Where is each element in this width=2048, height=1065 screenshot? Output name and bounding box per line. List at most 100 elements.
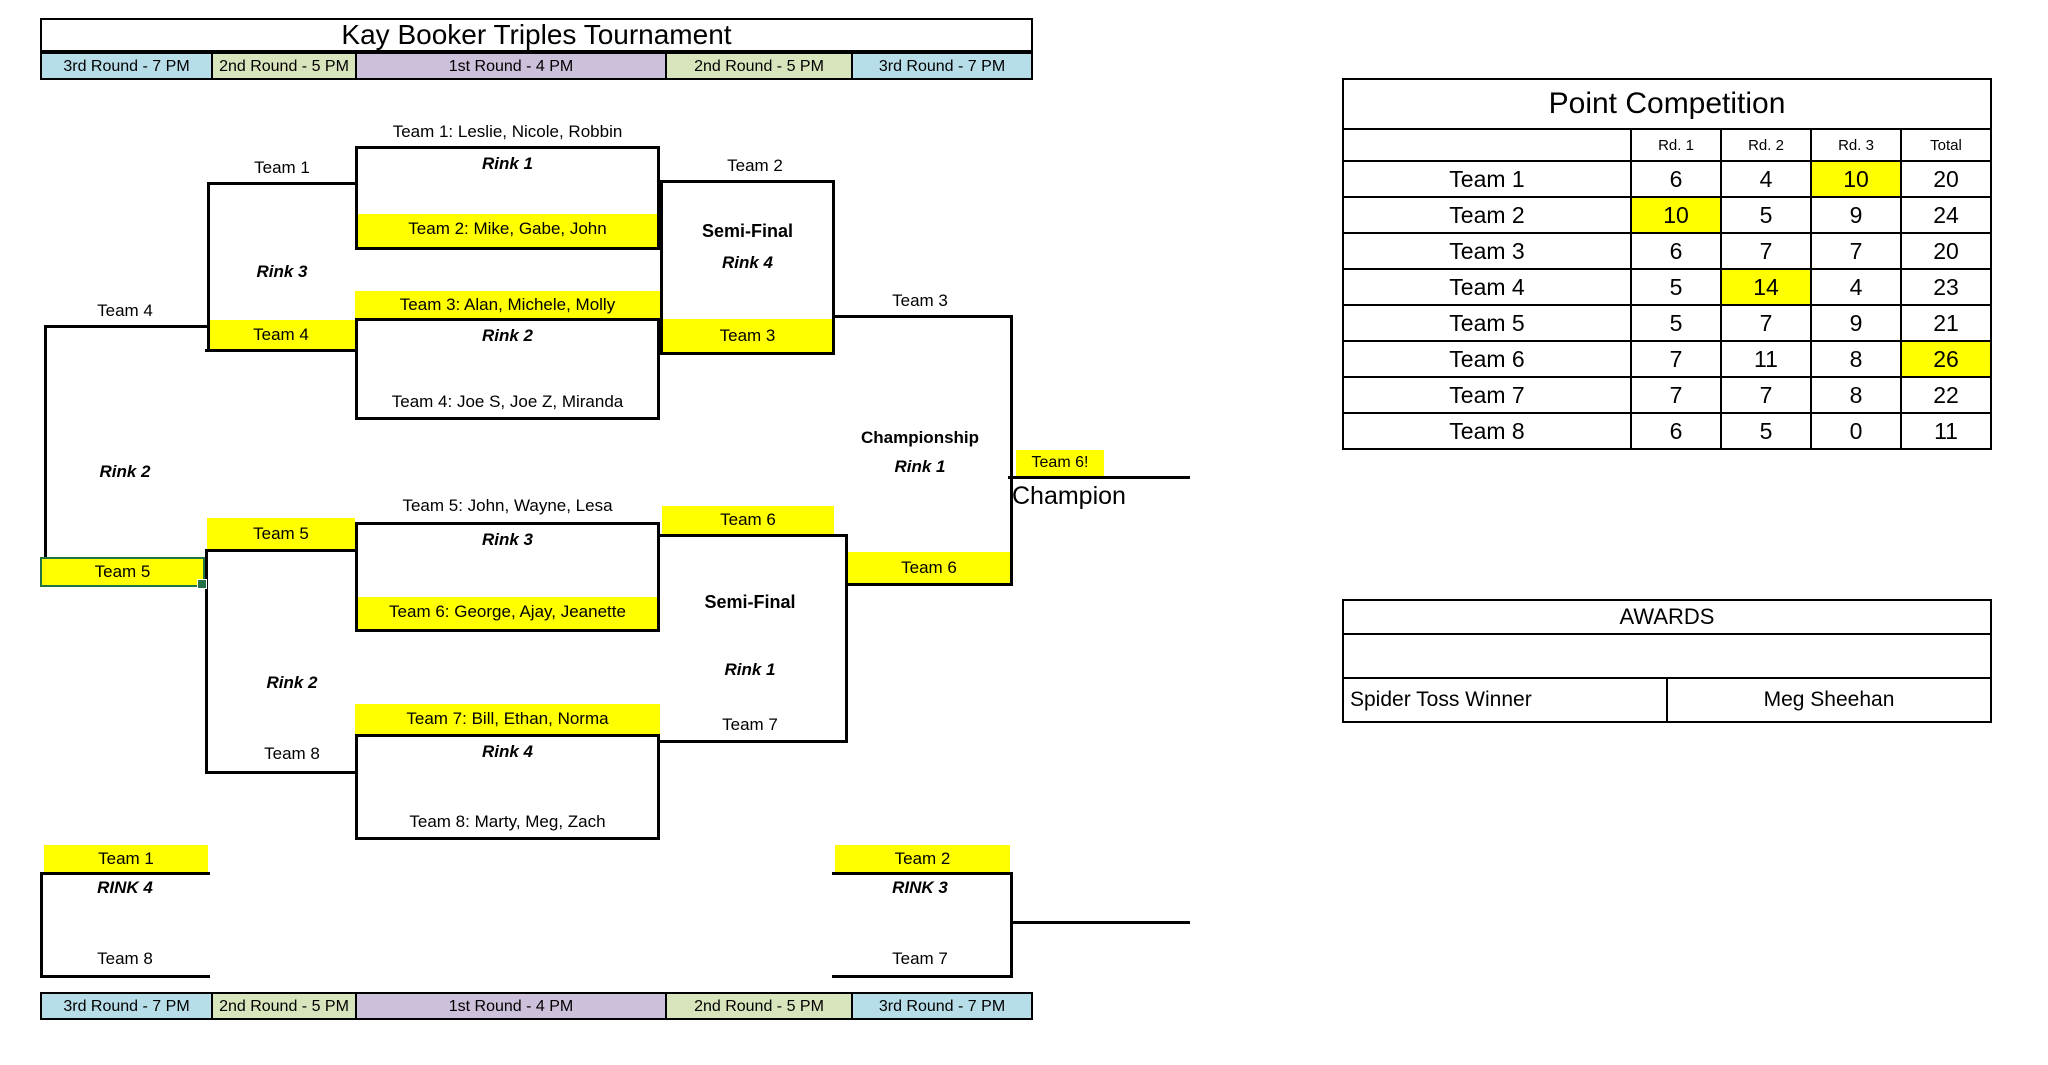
match4-top-roster[interactable]: Team 7: Bill, Ethan, Norma bbox=[355, 704, 660, 734]
match3-bottom-roster[interactable]: Team 6: George, Ajay, Jeanette bbox=[358, 597, 657, 629]
points-header-total[interactable]: Total bbox=[1899, 128, 1993, 162]
semifinal-lower-winner[interactable]: Team 6 bbox=[848, 552, 1010, 583]
points-team-cell[interactable]: Team 1 bbox=[1342, 160, 1632, 198]
line-consolation-right-vert bbox=[1010, 872, 1013, 978]
points-r2-cell[interactable]: 7 bbox=[1720, 376, 1812, 414]
finalist-team3-label: Team 3 bbox=[892, 291, 948, 310]
points-row-team6: Team 6 7 11 8 26 bbox=[1342, 340, 1993, 378]
points-header-rd3[interactable]: Rd. 3 bbox=[1810, 128, 1902, 162]
points-team-cell[interactable]: Team 3 bbox=[1342, 232, 1632, 270]
points-r3-cell[interactable]: 7 bbox=[1810, 232, 1902, 270]
points-team-cell[interactable]: Team 6 bbox=[1342, 340, 1632, 378]
consolation-left-top[interactable]: Team 1 bbox=[44, 845, 208, 872]
line-vert-lower-semifinal bbox=[845, 534, 848, 743]
points-header-team[interactable] bbox=[1342, 128, 1632, 162]
points-r1-cell[interactable]: 6 bbox=[1630, 412, 1722, 450]
points-r1-cell[interactable]: 6 bbox=[1630, 232, 1722, 270]
line-consolation-right-extender bbox=[1010, 921, 1190, 924]
award-value-cell[interactable]: Meg Sheehan bbox=[1666, 677, 1992, 723]
line-consolation-left-bottom bbox=[40, 975, 210, 978]
selection-fill-handle[interactable] bbox=[197, 579, 207, 589]
champion-team-tag[interactable]: Team 6! bbox=[1016, 450, 1104, 476]
line-vert-far-left bbox=[44, 325, 47, 557]
line-team7 bbox=[658, 740, 848, 743]
match2-top-roster[interactable]: Team 3: Alan, Michele, Molly bbox=[355, 291, 660, 318]
points-r3-cell[interactable]: 9 bbox=[1810, 196, 1902, 234]
line-consolation-right-top bbox=[832, 872, 1013, 875]
points-total-cell[interactable]: 24 bbox=[1899, 196, 1993, 234]
points-total-cell[interactable]: 21 bbox=[1899, 304, 1993, 342]
points-header-rd2[interactable]: Rd. 2 bbox=[1720, 128, 1812, 162]
semifinal-upper-rink: Rink 4 bbox=[721, 253, 774, 272]
points-r3-cell[interactable]: 8 bbox=[1810, 340, 1902, 378]
round-label-bottom-3: 1st Round - 4 PM bbox=[355, 992, 667, 1020]
match3-box: Rink 3 Team 6: George, Ajay, Jeanette bbox=[355, 522, 660, 632]
winner-team5-cell[interactable]: Team 5 bbox=[207, 518, 355, 549]
match1-bottom-roster[interactable]: Team 2: Mike, Gabe, John bbox=[358, 214, 657, 247]
match4-box: Rink 4 Team 8: Marty, Meg, Zach bbox=[355, 734, 660, 840]
points-r2-cell[interactable]: 7 bbox=[1720, 232, 1812, 270]
points-r2-cell[interactable]: 5 bbox=[1720, 412, 1812, 450]
points-team-cell[interactable]: Team 8 bbox=[1342, 412, 1632, 450]
points-r1-cell-highlight[interactable]: 10 bbox=[1630, 196, 1722, 234]
points-r1-cell[interactable]: 7 bbox=[1630, 376, 1722, 414]
points-r2-cell[interactable]: 4 bbox=[1720, 160, 1812, 198]
winner-team6-col-cell[interactable]: Team 6 bbox=[662, 506, 834, 534]
winner-team4-cell[interactable]: Team 4 bbox=[207, 320, 355, 349]
points-total-cell-highlight[interactable]: 26 bbox=[1899, 340, 1993, 378]
points-r3-cell-highlight[interactable]: 10 bbox=[1810, 160, 1902, 198]
points-r1-cell[interactable]: 7 bbox=[1630, 340, 1722, 378]
points-r1-cell[interactable]: 6 bbox=[1630, 160, 1722, 198]
points-r2-cell[interactable]: 11 bbox=[1720, 340, 1812, 378]
rink2-label-lower: Rink 2 bbox=[266, 673, 318, 692]
points-total-cell[interactable]: 23 bbox=[1899, 268, 1993, 306]
consolation-left-bottom: Team 8 bbox=[97, 949, 153, 968]
points-total-cell[interactable]: 20 bbox=[1899, 232, 1993, 270]
points-total-cell[interactable]: 20 bbox=[1899, 160, 1993, 198]
semifinal-lower-title: Semi-Final bbox=[704, 592, 796, 612]
line-consolation-left-top bbox=[40, 872, 210, 875]
line-vert-lower-left bbox=[205, 549, 208, 774]
points-r2-cell[interactable]: 5 bbox=[1720, 196, 1812, 234]
match1-rink-label: Rink 1 bbox=[481, 154, 534, 173]
points-r3-cell[interactable]: 9 bbox=[1810, 304, 1902, 342]
line-vert-championship bbox=[1010, 315, 1013, 586]
rink2-label-far-left: Rink 2 bbox=[99, 462, 151, 481]
points-team-cell[interactable]: Team 7 bbox=[1342, 376, 1632, 414]
points-r2-cell-highlight[interactable]: 14 bbox=[1720, 268, 1812, 306]
line-team4 bbox=[44, 325, 207, 328]
points-team-cell[interactable]: Team 4 bbox=[1342, 268, 1632, 306]
semifinal-upper-winner[interactable]: Team 3 bbox=[663, 319, 832, 352]
points-total-cell[interactable]: 11 bbox=[1899, 412, 1993, 450]
points-r3-cell[interactable]: 0 bbox=[1810, 412, 1902, 450]
round-label-bottom-2: 2nd Round - 5 PM bbox=[211, 992, 357, 1020]
points-r1-cell[interactable]: 5 bbox=[1630, 304, 1722, 342]
consolation-right-rink: RINK 3 bbox=[892, 878, 948, 897]
consolation-right-top[interactable]: Team 2 bbox=[835, 845, 1010, 872]
seed-team8-label: Team 8 bbox=[264, 744, 320, 763]
awards-spacer-row[interactable] bbox=[1342, 633, 1992, 679]
points-row-team1: Team 1 6 4 10 20 bbox=[1342, 160, 1993, 198]
points-row-team5: Team 5 5 7 9 21 bbox=[1342, 304, 1993, 342]
line-team6-winner bbox=[845, 583, 1013, 586]
points-team-cell[interactable]: Team 5 bbox=[1342, 304, 1632, 342]
match1-top-roster: Team 1: Leslie, Nicole, Robbin bbox=[392, 122, 623, 141]
points-header-rd1[interactable]: Rd. 1 bbox=[1630, 128, 1722, 162]
point-competition-table: Point Competition Rd. 1 Rd. 2 Rd. 3 Tota… bbox=[1341, 78, 1993, 450]
selected-cell-team5[interactable]: Team 5 bbox=[40, 557, 205, 587]
round-label-top-4: 2nd Round - 5 PM bbox=[665, 52, 853, 80]
awards-table: AWARDS Spider Toss Winner Meg Sheehan bbox=[1342, 599, 1992, 723]
points-row-team3: Team 3 6 7 7 20 bbox=[1342, 232, 1993, 270]
line-team6-advance bbox=[658, 534, 848, 537]
award-label-cell[interactable]: Spider Toss Winner bbox=[1342, 677, 1668, 723]
points-team-cell[interactable]: Team 2 bbox=[1342, 196, 1632, 234]
consolation-right-bottom: Team 7 bbox=[892, 949, 948, 968]
match4-rink-label: Rink 4 bbox=[481, 742, 534, 761]
points-total-cell[interactable]: 22 bbox=[1899, 376, 1993, 414]
points-r3-cell[interactable]: 4 bbox=[1810, 268, 1902, 306]
points-r3-cell[interactable]: 8 bbox=[1810, 376, 1902, 414]
points-r1-cell[interactable]: 5 bbox=[1630, 268, 1722, 306]
points-row-team2: Team 2 10 5 9 24 bbox=[1342, 196, 1993, 234]
points-r2-cell[interactable]: 7 bbox=[1720, 304, 1812, 342]
match2-rink-label: Rink 2 bbox=[481, 326, 534, 345]
